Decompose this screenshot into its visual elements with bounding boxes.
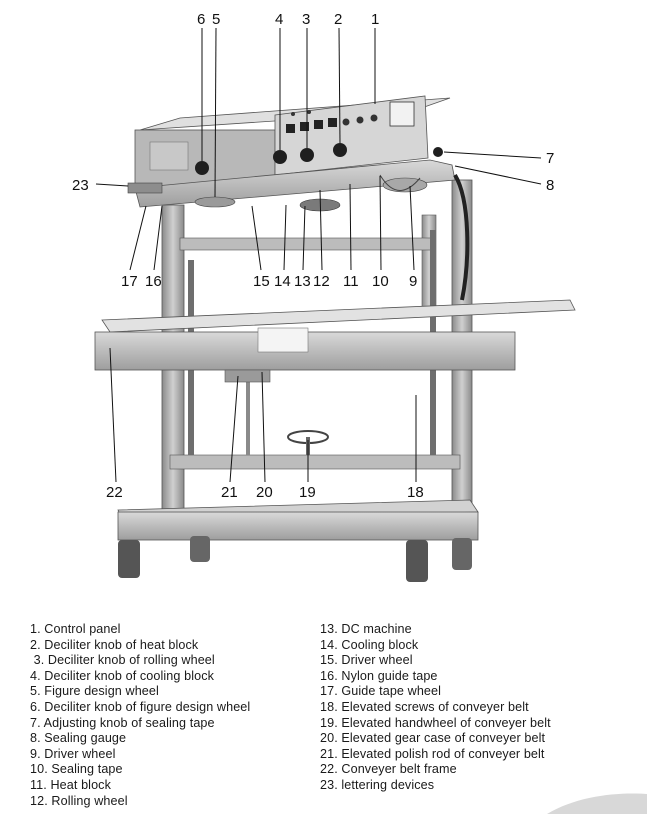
legend-item-19: 19. Elevated handwheel of conveyer belt	[320, 715, 551, 730]
legend-item-7: 7. Adjusting knob of sealing tape	[30, 715, 215, 730]
knob-3	[300, 148, 314, 162]
callout-16: 16	[145, 273, 162, 290]
knob-2	[333, 143, 347, 157]
sealing-tape	[379, 174, 421, 191]
driver-wheel-9	[382, 177, 428, 193]
caster-front-right	[406, 540, 428, 582]
machine-diagram: 6 5 4 3 2 1 7 23 8 17 16 15 14 13 12 11 …	[72, 11, 576, 582]
callout-20: 20	[256, 484, 273, 501]
callout-8: 8	[546, 177, 554, 194]
gear-case	[224, 369, 271, 383]
callout-15: 15	[253, 273, 270, 290]
caster-rear-left	[190, 536, 210, 562]
legend-item-11: 11. Heat block	[30, 777, 111, 792]
caster-rear-right	[452, 538, 472, 570]
legend-item-20: 20. Elevated gear case of conveyer belt	[320, 731, 546, 746]
callout-numbers: 6 5 4 3 2 1 7 23 8 17 16 15 14 13 12 11 …	[72, 11, 554, 501]
callout-17: 17	[121, 273, 138, 290]
legend-item-2: 2. Deciliter knob of heat block	[30, 637, 199, 652]
sealing-machine-illustration	[94, 95, 576, 582]
knob-4	[273, 150, 287, 164]
lettering-device	[127, 182, 163, 194]
legend-right-column: 13. DC machine 14. Cooling block 15. Dri…	[320, 622, 551, 794]
conveyor-top	[101, 299, 576, 333]
callout-3: 3	[302, 11, 310, 28]
callout-4: 4	[275, 11, 283, 28]
callout-5: 5	[212, 11, 220, 28]
caster-front-left	[118, 540, 140, 578]
legend-item-23: 23. lettering devices	[320, 777, 435, 792]
figure-wheel	[194, 196, 236, 208]
callout-11: 11	[343, 273, 359, 290]
power-cable	[453, 173, 470, 301]
legend-item-4: 4. Deciliter knob of cooling block	[30, 668, 215, 683]
callout-14: 14	[274, 273, 291, 290]
legend-item-21: 21. Elevated polish rod of conveyer belt	[320, 746, 545, 761]
callout-6: 6	[197, 11, 205, 28]
legend-item-6: 6. Deciliter knob of figure design wheel	[30, 699, 251, 714]
legend-item-15: 15. Driver wheel	[320, 653, 413, 668]
legend-item-9: 9. Driver wheel	[30, 746, 116, 761]
legend-item-18: 18. Elevated screws of conveyer belt	[320, 699, 529, 714]
callout-2: 2	[334, 11, 342, 28]
upper-crossbar	[179, 237, 436, 251]
legend-item-10: 10. Sealing tape	[30, 762, 123, 777]
callout-10: 10	[372, 273, 389, 290]
legend-item-17: 17. Guide tape wheel	[320, 684, 442, 699]
callout-9: 9	[409, 273, 417, 290]
leader-lines	[95, 27, 542, 483]
middle-crossbar	[169, 454, 461, 470]
polish-rod	[246, 370, 250, 455]
legend-item-1: 1. Control panel	[30, 622, 121, 636]
legend-item-8: 8. Sealing gauge	[30, 731, 127, 746]
knob-6	[195, 161, 209, 175]
legend-item-13: 13. DC machine	[320, 622, 412, 636]
legend-item-22: 22. Conveyer belt frame	[320, 762, 457, 777]
display-window	[389, 101, 415, 127]
legend-left-column: 1. Control panel 2. Deciliter knob of he…	[30, 622, 250, 809]
callout-12: 12	[313, 273, 330, 290]
conveyor-label-plate	[257, 327, 309, 353]
legend-item-12: 12. Rolling wheel	[30, 793, 128, 808]
callout-13: 13	[294, 273, 311, 290]
callout-21: 21	[221, 484, 238, 501]
callout-23: 23	[72, 177, 89, 194]
knob-7	[433, 147, 443, 157]
callout-1: 1	[371, 11, 379, 28]
callout-19: 19	[299, 484, 316, 501]
base-frame	[117, 511, 479, 541]
corner-decoration	[547, 793, 647, 814]
legend-item-16: 16. Nylon guide tape	[320, 668, 438, 683]
callout-7: 7	[546, 150, 554, 167]
callout-22: 22	[106, 484, 123, 501]
callout-18: 18	[407, 484, 424, 501]
legend-item-5: 5. Figure design wheel	[30, 684, 159, 699]
legend-item-3: 3. Deciliter knob of rolling wheel	[30, 653, 215, 668]
legend-item-14: 14. Cooling block	[320, 637, 419, 652]
